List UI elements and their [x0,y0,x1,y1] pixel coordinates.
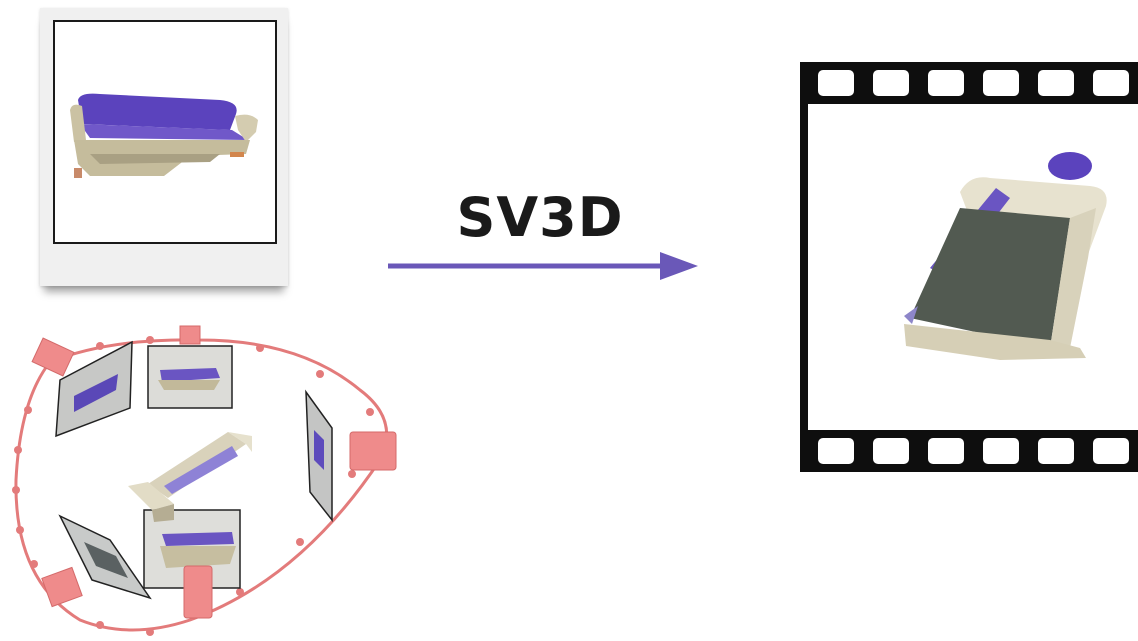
sofa-back-cushion [78,93,237,130]
output-sofa-render [904,152,1107,360]
film-sprocket-holes-bottom [818,438,1129,464]
camera-5 [183,565,213,619]
camera-2 [179,325,201,345]
sofa-left-arm [70,104,86,142]
center-sofa [128,432,252,522]
camera-1 [31,337,75,377]
film-sprocket-holes-top [818,70,1129,96]
output-film-strip [800,62,1138,472]
camera-4 [41,566,83,608]
camera-3 [349,431,397,471]
sofa-seat [80,124,248,140]
method-label: SV3D [456,186,624,249]
sofa-right-arm [235,114,258,142]
arrow-head-icon [660,252,698,280]
input-sofa-image [70,93,258,178]
process-arrow [388,252,698,280]
camera-orbit-illustration [12,325,397,636]
orbit-path [14,338,389,632]
